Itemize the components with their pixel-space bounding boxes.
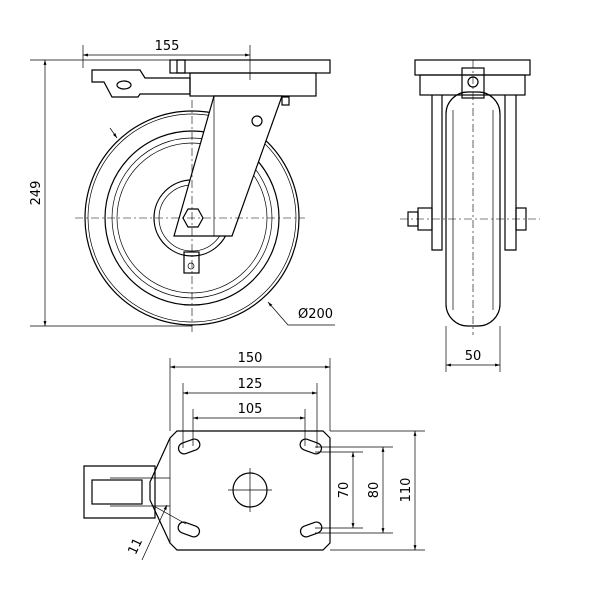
dim-80: 80 [367,482,382,499]
brake-lever [91,69,191,98]
swivel-bearing [189,72,317,97]
dim-249: 249 [29,181,44,206]
wheel-top-view [83,465,156,519]
dim-diameter-200: Ø200 [298,307,333,322]
mounting-slots [177,438,323,538]
dim-155: 155 [155,39,180,54]
dim-50: 50 [465,349,482,364]
dim-105: 105 [238,402,263,417]
mounting-plate [149,430,331,551]
bottom-view: 150 125 105 110 80 70 11 [83,351,425,561]
dim-11: 11 [126,536,147,557]
dim-150: 150 [238,351,263,366]
front-view: 50 [400,59,540,372]
dim-125: 125 [238,377,263,392]
side-view: 155 249 Ø200 [29,39,335,335]
fork [173,95,283,237]
dim-110: 110 [399,478,414,503]
brake-pad [183,251,200,274]
dim-70: 70 [337,482,352,499]
